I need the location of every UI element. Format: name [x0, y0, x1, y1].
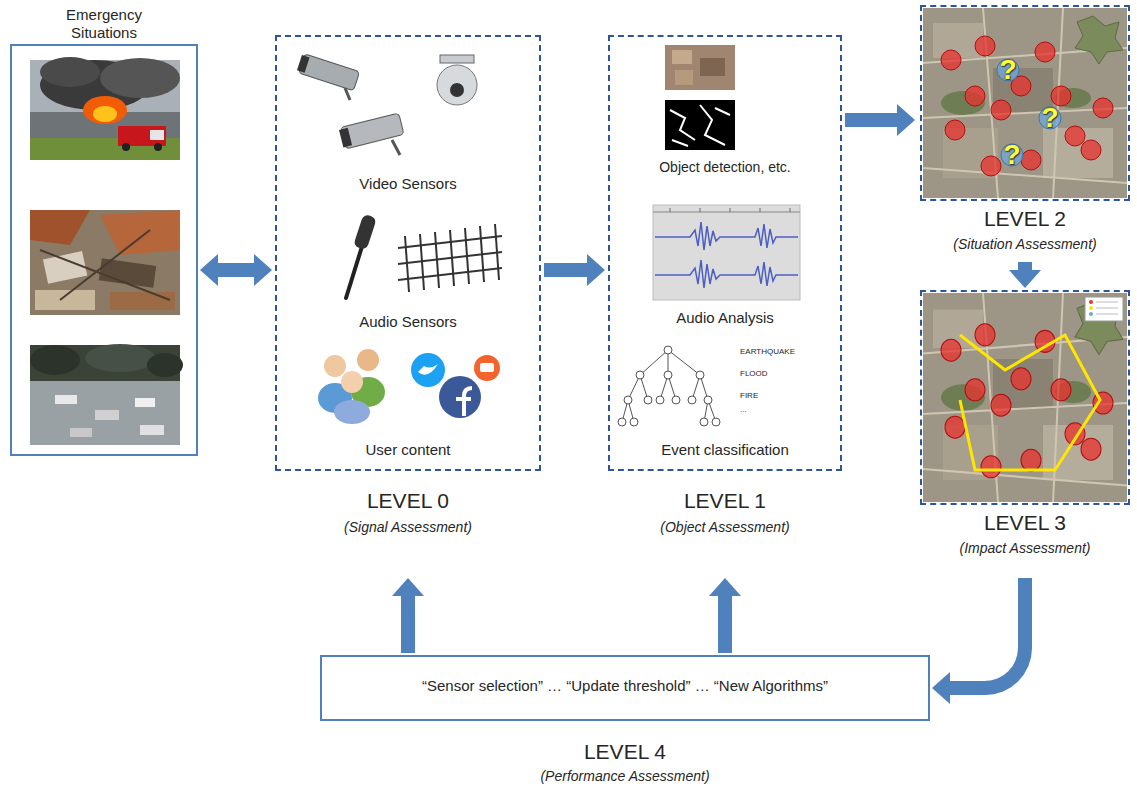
panel-border — [608, 35, 842, 471]
level-title: LEVEL 0 — [367, 488, 449, 513]
arrow-shaft — [1018, 262, 1032, 271]
analysis-label: Object detection, etc. — [659, 159, 791, 176]
panel-border — [920, 290, 1130, 505]
class-name: FLOOD — [740, 369, 768, 379]
level-0-panel: Video SensorsAudio SensorsUser contentLE… — [272, 33, 544, 578]
fire-photo — [30, 57, 180, 160]
map-question-mark: ? — [1003, 141, 1020, 169]
map-question-mark: ? — [999, 56, 1016, 84]
block-arrow — [709, 578, 741, 653]
object-detection-images — [665, 45, 735, 150]
arrow-head — [200, 254, 218, 286]
level-4-panel: “Sensor selection” … “Update threshold” … — [318, 653, 932, 798]
block-arrow — [845, 104, 915, 136]
level-title: LEVEL 4 — [584, 739, 666, 764]
flood-photo — [30, 344, 183, 445]
analysis-label: Event classification — [661, 441, 789, 459]
panel-border — [920, 5, 1130, 201]
feedback-actions: “Sensor selection” … “Update threshold” … — [422, 677, 828, 695]
situation-map — [923, 8, 1127, 198]
audio-waveform — [653, 205, 800, 300]
arrow-head — [587, 254, 605, 286]
arrow-shaft — [845, 113, 898, 127]
arrow-shaft — [544, 263, 588, 277]
arrow-head — [392, 578, 424, 596]
arrow-head — [254, 254, 272, 286]
panel-border — [275, 35, 541, 471]
analysis-label: Audio Analysis — [676, 309, 774, 327]
panel-heading: Emergency Situations — [49, 6, 159, 42]
impact-map — [923, 293, 1127, 502]
level-subtitle: (Performance Assessment) — [540, 768, 709, 785]
decision-tree-icon — [618, 346, 720, 426]
arrow-shaft — [718, 595, 732, 653]
block-arrow — [932, 578, 1025, 704]
arrow-shaft — [949, 578, 1025, 688]
class-name: EARTHQUAKE — [740, 347, 795, 357]
block-arrow — [544, 254, 605, 286]
panel-border — [10, 44, 198, 456]
arrow-head — [897, 104, 915, 136]
arrow-shaft — [217, 263, 255, 277]
block-arrow — [392, 578, 424, 653]
sensor-label: User content — [365, 441, 450, 459]
arrow-shaft — [401, 595, 415, 653]
block-arrow — [1009, 262, 1041, 288]
level-1-panel: Object detection, etc. Audio AnalysisEART… — [605, 33, 845, 578]
arrow-head — [932, 672, 950, 704]
level-3-panel: LEVEL 3 (Impact Assessment) — [915, 288, 1135, 578]
arrow-head — [1009, 270, 1041, 288]
earthquake-photo — [30, 210, 180, 315]
block-arrow — [200, 254, 272, 286]
level-title: LEVEL 1 — [684, 488, 766, 513]
level-2-panel: LEVEL 2 (Situation Assessment) — [915, 3, 1135, 262]
level-subtitle: (Signal Assessment) — [344, 519, 472, 536]
level-title: LEVEL 3 — [984, 510, 1066, 535]
arrow-head — [709, 578, 741, 596]
level-title: LEVEL 2 — [984, 206, 1066, 231]
level-subtitle: (Impact Assessment) — [960, 540, 1091, 557]
scenario-panel: Emergency Situations — [8, 4, 200, 458]
audio-sensor-icons — [346, 214, 502, 298]
video-camera-icons — [296, 53, 477, 155]
level-subtitle: (Situation Assessment) — [953, 236, 1096, 253]
class-name: ... — [740, 405, 747, 415]
user-content-icons — [318, 349, 500, 424]
sensor-label: Video Sensors — [359, 175, 456, 193]
sensor-label: Audio Sensors — [359, 313, 457, 331]
map-question-mark: ? — [1041, 104, 1058, 132]
class-name: FIRE — [740, 391, 758, 401]
level-subtitle: (Object Assessment) — [660, 519, 789, 536]
